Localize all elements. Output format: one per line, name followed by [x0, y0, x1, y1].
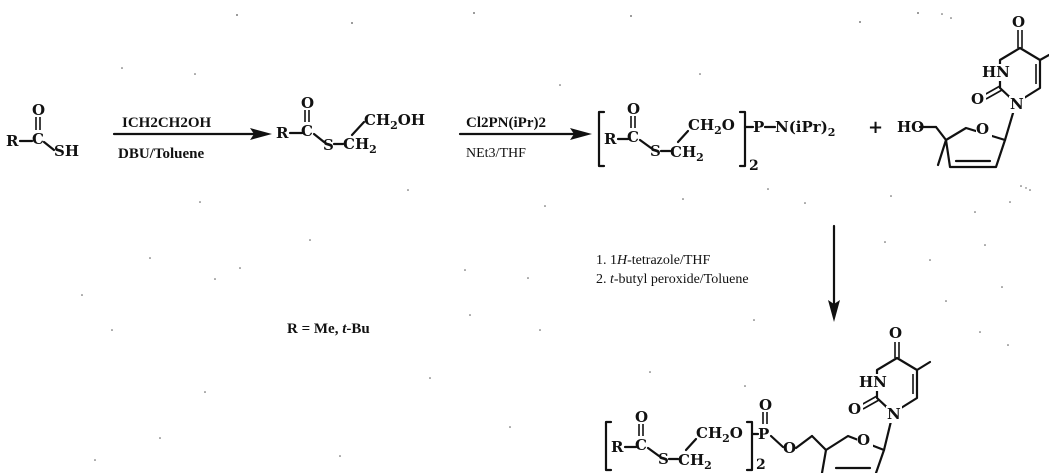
carbon-label: C	[301, 122, 313, 140]
n1-label: N	[887, 405, 901, 423]
left-bracket	[597, 110, 606, 168]
ch2oh-label: CH2OH	[364, 111, 425, 132]
furanose-left	[820, 448, 828, 473]
o-ch2-bond	[794, 434, 814, 450]
step1-conditions: DBU/Toluene	[118, 146, 204, 162]
thymine-ring	[998, 46, 1042, 105]
carbon-label: C	[627, 128, 639, 146]
thymine-ring	[875, 356, 919, 415]
carbonyl-oxygen-label: O	[301, 94, 314, 112]
r-group-label: R	[276, 124, 289, 142]
phosphorus-label: P	[753, 118, 764, 136]
c2-carbonyl-1	[983, 85, 1001, 96]
ch2-label: CH2	[343, 135, 377, 156]
ring-oxygen-label: O	[976, 120, 989, 138]
reaction-arrow-2: Cl2PN(iPr)2 NEt3/THF	[458, 115, 592, 161]
carbonyl-oxygen-label: O	[32, 101, 45, 119]
ch2-ch2-bond	[684, 437, 698, 452]
c-s-bond	[638, 138, 653, 150]
thioester-molecule: R C O S CH2 CH2OH	[276, 94, 425, 156]
c4-oxygen-label: O	[1012, 13, 1025, 31]
ch2-ch2-bond	[676, 129, 690, 144]
ch2a-label: CH2	[670, 143, 704, 164]
carbonyl-oxygen-label: O	[635, 408, 648, 426]
hydroxyl-label: HO	[897, 118, 924, 136]
step1-reagent: ICH2CH2OH	[122, 115, 212, 131]
phosphoramidite-molecule: R C O S CH2 CH2O 2 P N(iPr)2	[597, 100, 835, 174]
sulfur-label: S	[650, 142, 661, 160]
left-bracket	[604, 420, 613, 472]
ester-oxygen-label: O	[783, 439, 796, 457]
bracket-subscript: 2	[749, 158, 759, 174]
ch2a-label: CH2	[678, 451, 712, 472]
sulfur-label: S	[658, 450, 669, 468]
step3-line2: 2. t-butyl peroxide/Toluene	[596, 272, 749, 287]
r-group-label: R	[611, 438, 624, 456]
c2-carbonyl-2	[862, 399, 880, 410]
c-s-bond	[312, 132, 326, 144]
ring-oxygen-mask	[976, 121, 992, 137]
step2-conditions: NEt3/THF	[466, 146, 526, 161]
n1-label: N	[1010, 95, 1024, 113]
carbon-label: C	[32, 130, 44, 148]
c4-oxygen-label: O	[889, 324, 902, 342]
r-group-label: R	[604, 130, 617, 148]
ring-oxygen-label: O	[857, 431, 870, 449]
r-group-label: R	[6, 132, 19, 150]
carbonyl-oxygen-label: O	[627, 100, 640, 118]
ch2b-label: CH2O	[696, 424, 743, 445]
phosphorus-label: P	[758, 425, 769, 443]
phosphoryl-oxygen-label: O	[759, 396, 772, 414]
product-molecule: R C O S CH2 CH2O 2 P O O O	[604, 323, 932, 473]
right-bracket	[745, 420, 754, 472]
plus-sign: +	[868, 117, 883, 138]
arrow-1-head	[250, 128, 272, 140]
step3-line1: 1. 1H-tetrazole/THF	[596, 253, 711, 268]
c-s-bond	[42, 140, 56, 152]
c2-carbonyl-1	[860, 395, 878, 406]
c-s-bond	[646, 446, 661, 458]
r-group-definition: R = Me, t-Bu	[287, 321, 370, 337]
arrow-3-head	[828, 300, 840, 322]
thiol-label: SH	[54, 142, 79, 160]
ch2-ch2-bond	[350, 120, 366, 137]
methyl-bond	[1038, 53, 1049, 62]
reaction-arrow-1: ICH2CH2OH DBU/Toluene	[112, 115, 272, 162]
thioacid-molecule: R C O SH	[6, 101, 79, 160]
methyl-bond	[915, 360, 932, 372]
right-bracket	[738, 110, 747, 168]
arrow-2-head	[570, 128, 592, 140]
reaction-arrow-3: 1. 1H-tetrazole/THF 2. t-butyl peroxide/…	[596, 224, 840, 322]
c2-oxygen-label: O	[848, 400, 861, 418]
scan-noise	[81, 12, 1031, 461]
carbon-label: C	[635, 436, 647, 454]
sulfur-label: S	[323, 136, 334, 154]
c5-linker	[934, 125, 948, 167]
dihydrofuran-ring	[944, 126, 1007, 169]
c2-carbonyl-2	[985, 89, 1003, 100]
p-o-ester-bond	[769, 434, 785, 449]
ch2b-label: CH2O	[688, 116, 735, 137]
n-ipr2-label: N(iPr)2	[775, 118, 835, 139]
c5-linker	[810, 434, 828, 452]
hn-label: HN	[982, 63, 1010, 81]
step2-reagent: Cl2PN(iPr)2	[466, 115, 546, 131]
c2-oxygen-label: O	[971, 90, 984, 108]
bracket-subscript: 2	[756, 457, 766, 473]
hn-label: HN	[859, 373, 887, 391]
nucleoside-molecule: HO O O HN O N	[897, 12, 1049, 169]
